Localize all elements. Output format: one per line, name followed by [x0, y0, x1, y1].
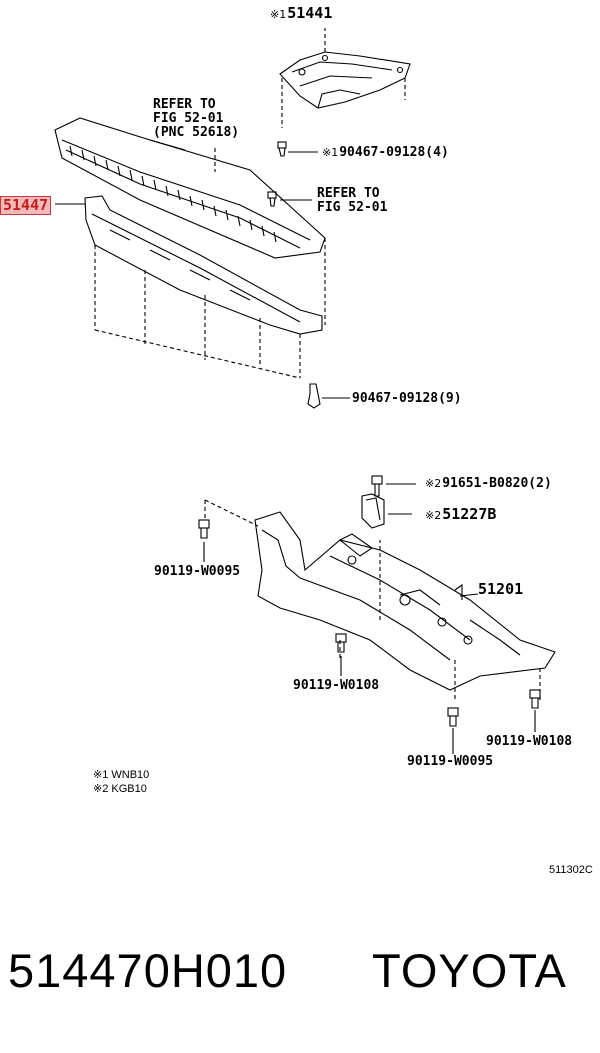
note-2: ※2 KGB10: [93, 783, 147, 795]
footer-part-number: 514470H010: [8, 944, 288, 997]
callout-91651: ※291651-B0820(2): [425, 476, 552, 491]
refer-note-2: REFER TO FIG 52-01: [317, 186, 388, 215]
clip-90467-9: [307, 383, 350, 409]
callout-90119-w0095-b: 90119-W0095: [407, 754, 494, 769]
bracket-51227b: [361, 493, 412, 529]
bolt-90119-w0108-b: [529, 689, 541, 732]
callout-90467-4: ※190467-09128(4): [322, 145, 449, 160]
clip-90467-4: [277, 141, 318, 157]
callout-51227b: ※251227B: [425, 505, 497, 523]
figure-code: 511302C: [549, 864, 593, 876]
lower-absorber-51447: [55, 195, 323, 379]
bolt-90119-w0095-a: [198, 519, 210, 562]
callout-90119-w0108-b: 90119-W0108: [486, 734, 573, 749]
upper-absorber-panel: [54, 117, 326, 325]
callout-51201: 51201: [478, 580, 524, 598]
callout-51441: ※151441: [270, 4, 333, 22]
footer-brand: TOYOTA: [372, 944, 567, 997]
note-1: ※1 WNB10: [93, 769, 150, 781]
bolt-90119-w0108-a: [335, 633, 347, 676]
callout-90119-w0095-a: 90119-W0095: [154, 564, 241, 579]
clip-refer: [267, 191, 312, 207]
callout-90467-9: 90467-09128(9): [352, 391, 462, 406]
callout-51447-highlighted: 51447: [0, 196, 52, 215]
crossmember-51201: [204, 499, 556, 700]
bolt-91651: [371, 475, 416, 497]
bolt-90119-w0095-b: [447, 707, 459, 754]
callout-90119-w0108-a: 90119-W0108: [293, 678, 380, 693]
refer-note-1: REFER TO FIG 52-01 (PNC 52618): [153, 97, 240, 140]
engine-under-cover-part: [279, 28, 411, 128]
